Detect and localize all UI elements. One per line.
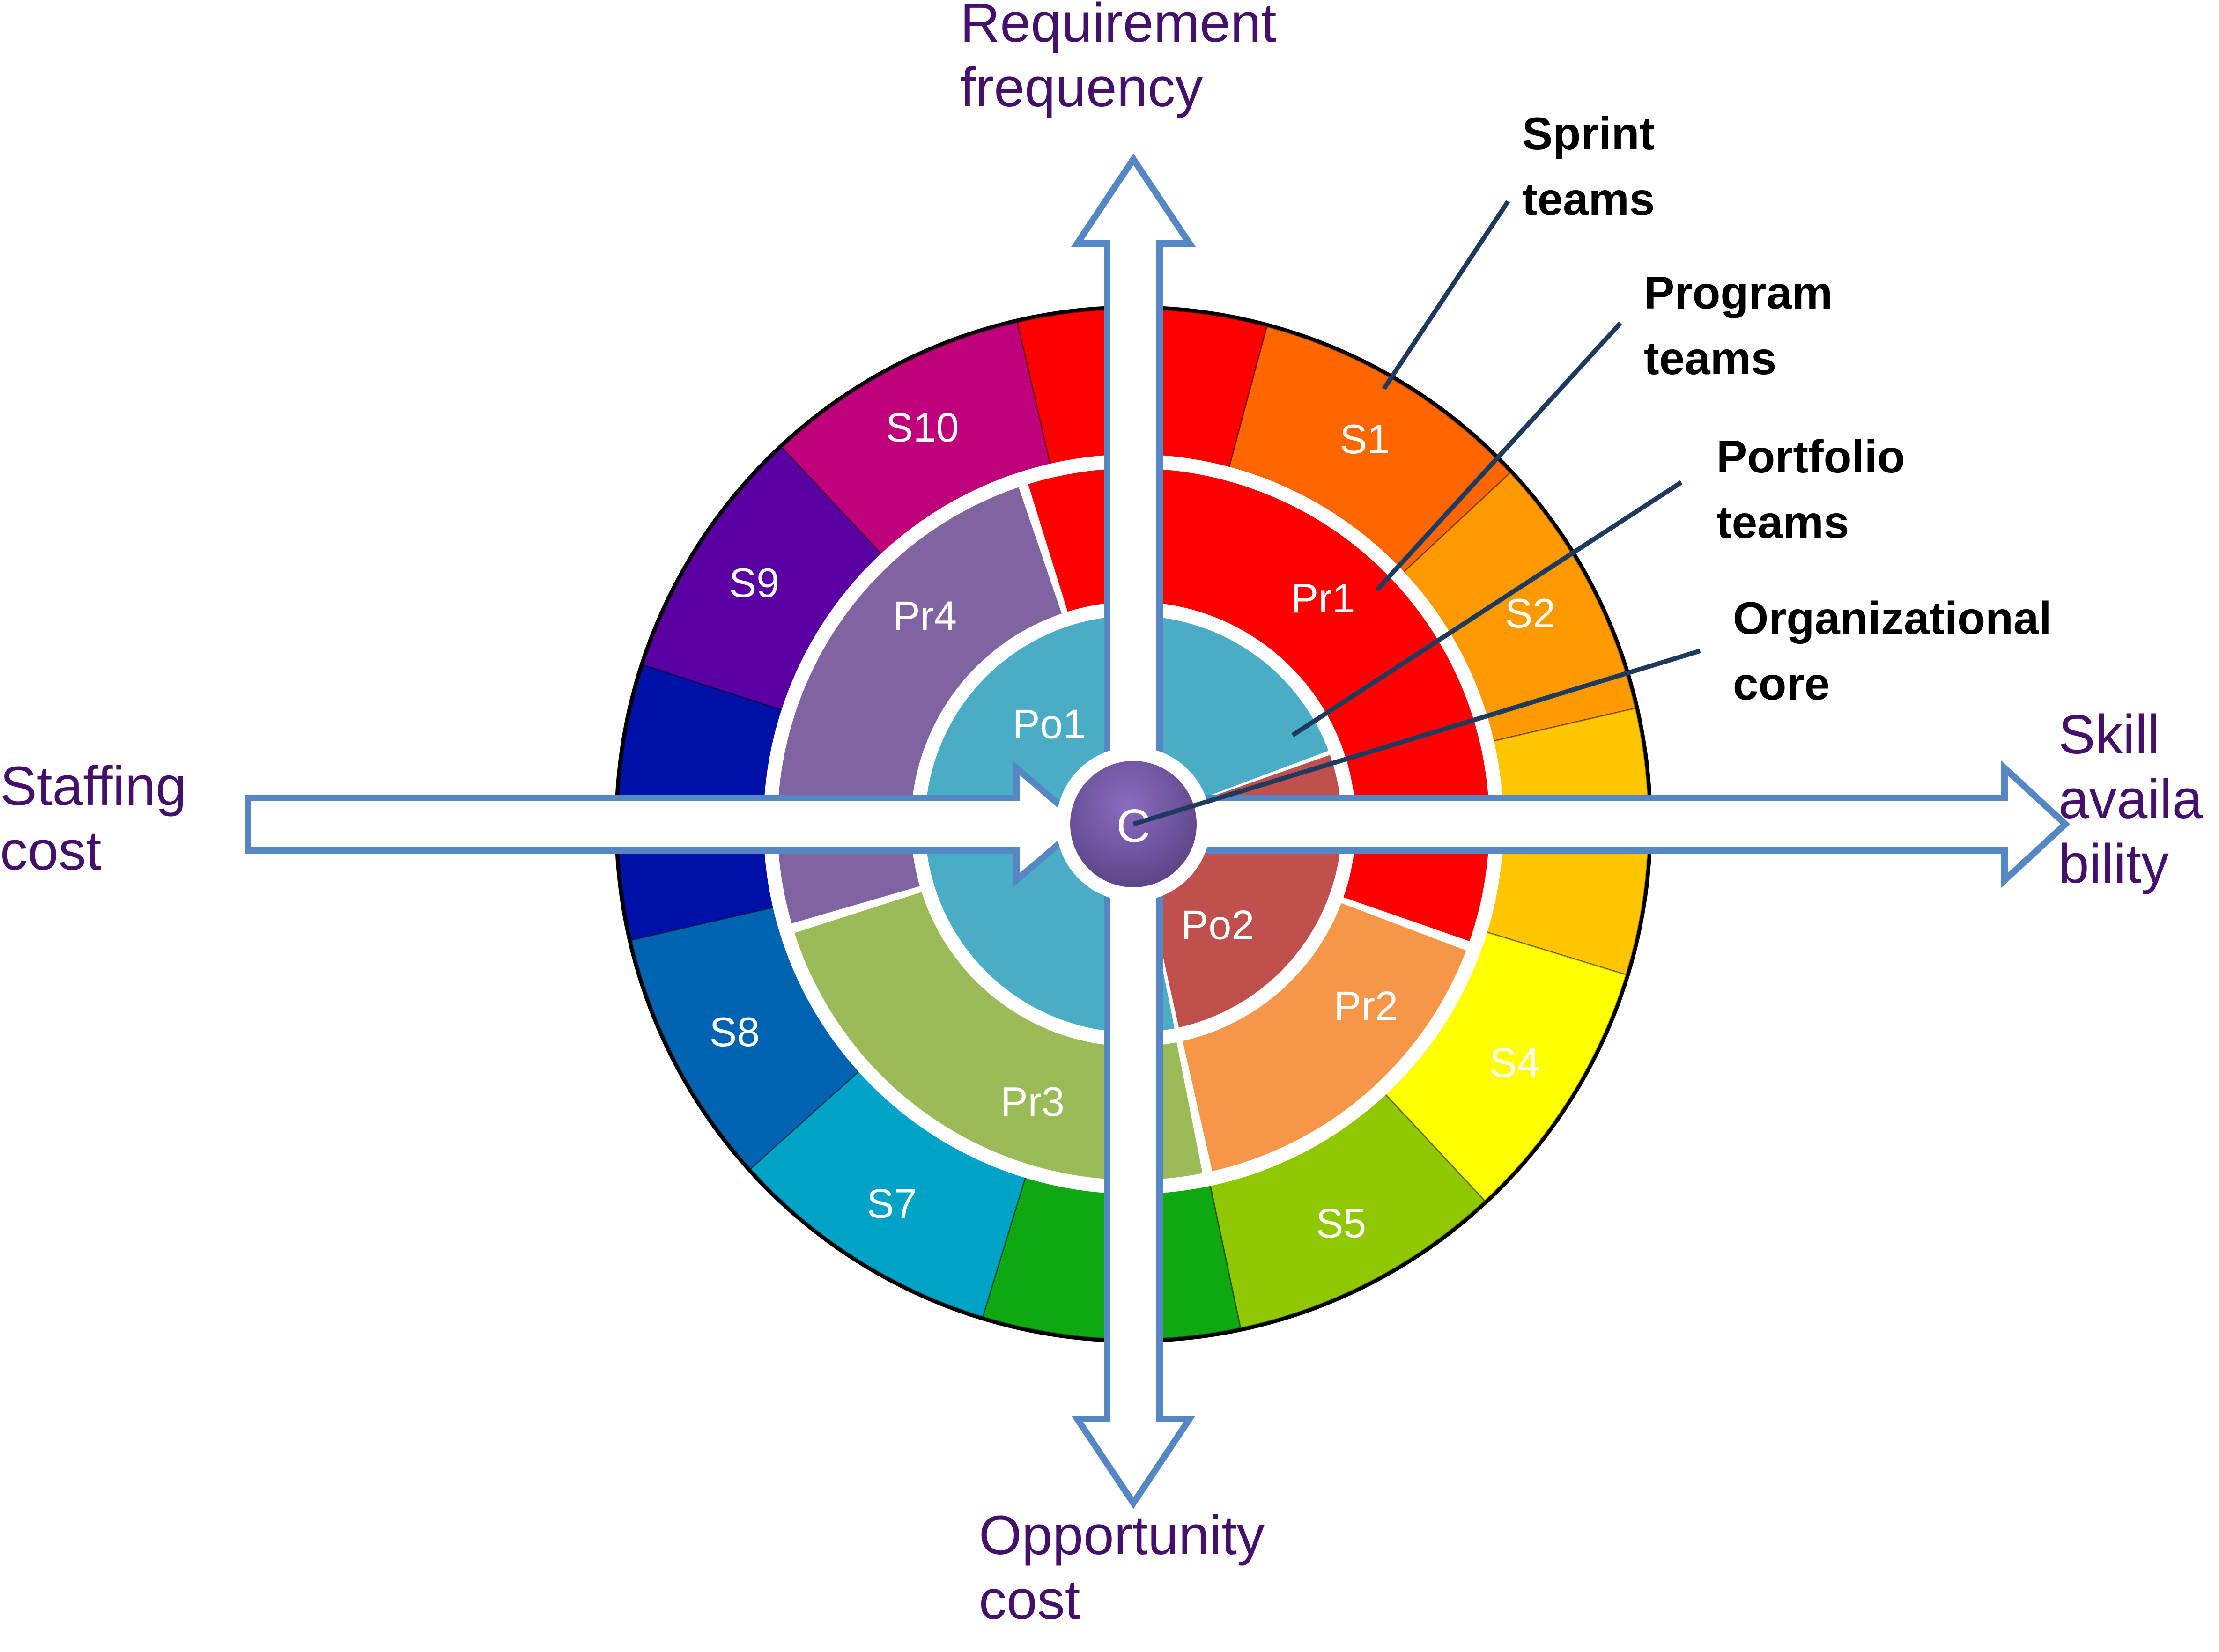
program-segment bbox=[1181, 900, 1466, 1172]
portfolio-segment-label: Po1 bbox=[1013, 701, 1086, 747]
callout-program-teams: Program teams bbox=[1644, 267, 1833, 384]
program-segment-label: Pr2 bbox=[1334, 983, 1398, 1029]
sprint-segment-label: S10 bbox=[886, 404, 959, 450]
callout-lines bbox=[1132, 200, 1701, 826]
callout-sprint-teams: Sprint teams bbox=[1522, 108, 1655, 225]
arrow-requirement-frequency bbox=[1071, 153, 1196, 757]
sprint-segment-label: S9 bbox=[729, 560, 780, 606]
callout-line-sprint bbox=[1382, 200, 1510, 390]
sprint-segment-label: S8 bbox=[710, 1009, 760, 1055]
axis-label-requirement-frequency: Requirement frequency bbox=[960, 0, 1277, 118]
sprint-segment-label: S2 bbox=[1505, 590, 1556, 636]
program-segment bbox=[794, 890, 1203, 1180]
arrow-staffing-cost bbox=[245, 760, 1087, 888]
sprint-segment-label: S1 bbox=[1340, 416, 1391, 462]
program-segment-label: Pr3 bbox=[1000, 1078, 1065, 1125]
axis-arrows bbox=[245, 153, 2071, 1509]
callout-organizational-core: Organizational core bbox=[1733, 592, 2052, 709]
arrow-skill-availability bbox=[1200, 760, 2071, 888]
sprint-segment-label: S4 bbox=[1489, 1040, 1540, 1086]
arrow-opportunity-cost bbox=[1071, 891, 1196, 1509]
program-segment-label: Pr4 bbox=[893, 592, 957, 639]
axis-label-skill-availability: Skill availa bility bbox=[2058, 704, 2203, 895]
sprint-segment-label: S5 bbox=[1316, 1200, 1366, 1246]
sprint-segment-label: S7 bbox=[866, 1180, 917, 1226]
portfolio-segment-label: Po2 bbox=[1181, 901, 1255, 948]
axis-label-opportunity-cost: Opportunity cost bbox=[979, 1504, 1265, 1631]
callout-portfolio-teams: Portfolio teams bbox=[1716, 431, 1905, 548]
axis-label-staffing-cost: Staffing cost bbox=[0, 755, 187, 882]
program-segment-label: Pr1 bbox=[1291, 575, 1355, 621]
core-label: C bbox=[1117, 800, 1150, 852]
callout-line-core bbox=[1132, 649, 1701, 826]
callout-line-program bbox=[1375, 321, 1622, 592]
callout-line-portfolio bbox=[1291, 480, 1683, 738]
